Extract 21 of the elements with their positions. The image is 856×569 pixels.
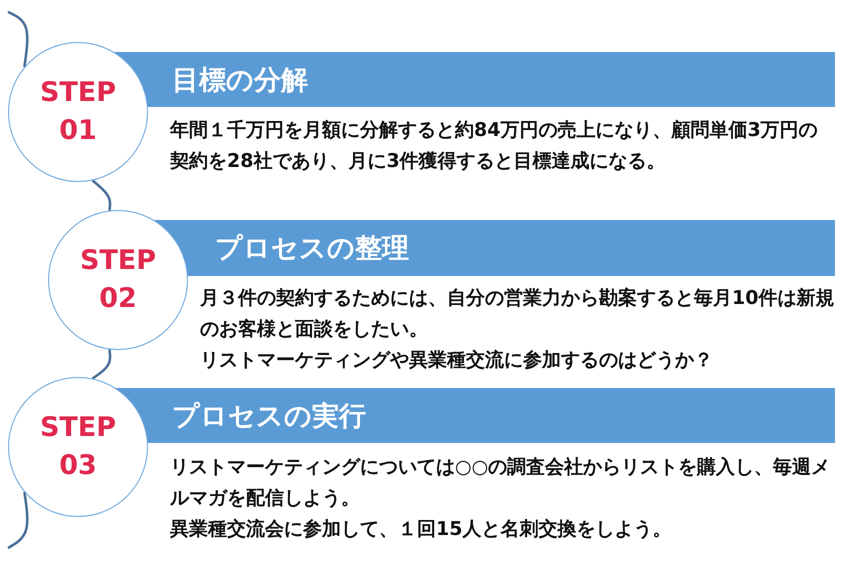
step-number: 02 <box>99 282 137 316</box>
connector-line <box>7 492 29 550</box>
connector-line <box>92 180 112 211</box>
heading-band <box>115 388 835 443</box>
heading-band <box>155 220 835 276</box>
heading-text: プロセスの実行 <box>172 400 366 434</box>
body-text: リストマーケティングについては○○の調査会社からリストを購入し、毎週メルマガを配信しよう。 <box>170 455 832 511</box>
connector-line <box>7 10 29 68</box>
body-text: 異業種交流会に参加して、１回15人と名刺交換をしよう。 <box>170 517 672 542</box>
step-label: STEP <box>40 76 116 110</box>
step-label: STEP <box>80 244 156 278</box>
heading-band <box>115 52 835 107</box>
heading-text: 目標の分解 <box>172 64 308 98</box>
body-text: リストマーケティングや異業種交流に参加するのはどうか？ <box>200 348 714 373</box>
body-text: 月３件の契約するためには、自分の営業力から勘案すると毎月10件は新規のお客様と面談をしたい。 <box>200 286 836 342</box>
heading-text: プロセスの整理 <box>215 232 409 266</box>
step-label: STEP <box>40 411 116 445</box>
body-text: 年間１千万円を月額に分解すると約84万円の売上になり、顧問単価3万円の契約を28社であり、月に3件獲得すると目標達成になる。 <box>170 118 819 174</box>
step-number: 03 <box>59 449 97 483</box>
step-number: 01 <box>59 114 97 148</box>
connector-line <box>92 349 112 380</box>
